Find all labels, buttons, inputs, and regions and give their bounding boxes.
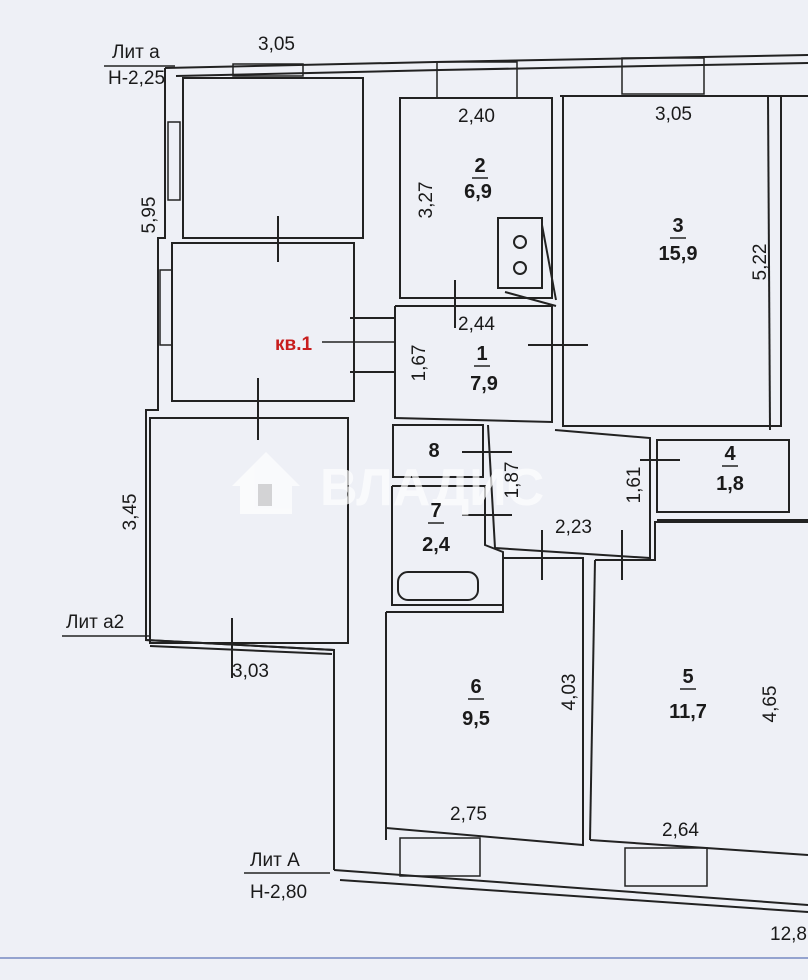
dim-annex-bottom: 3,03 xyxy=(232,661,269,682)
dim-room6-width: 2,75 xyxy=(450,804,487,825)
lit-a2-label: Лит а2 xyxy=(66,612,124,633)
dim-room2-height: 3,27 xyxy=(416,182,437,219)
dim-left-lower: 3,45 xyxy=(120,494,141,531)
lit-a-label: Лит а xyxy=(112,42,160,63)
dim-room6-height: 4,03 xyxy=(559,674,580,711)
room-area: 15,9 xyxy=(659,243,698,265)
dim-top-left: 3,05 xyxy=(258,34,295,55)
dim-room4-height: 1,61 xyxy=(624,467,645,504)
room-5: 5 11,7 xyxy=(669,666,707,723)
room-number: 7 xyxy=(430,500,441,522)
dim-corridor-width: 2,23 xyxy=(555,517,592,538)
room-area: 9,5 xyxy=(462,708,490,730)
room-number: 1 xyxy=(476,343,487,365)
room-area: 6,9 xyxy=(464,181,492,203)
dim-room2-width: 2,40 xyxy=(458,106,495,127)
dim-left-upper: 5,95 xyxy=(139,197,160,234)
room-7: 7 2,4 xyxy=(422,500,451,556)
room-number: 5 xyxy=(682,666,693,688)
room-6: 6 9,5 xyxy=(462,676,490,730)
dim-room1-height: 1,67 xyxy=(409,345,430,382)
room-area: 11,7 xyxy=(669,701,707,723)
room-area: 7,9 xyxy=(470,373,498,395)
watermark-text: ВЛАДИС xyxy=(320,459,544,517)
room-8: 8 xyxy=(428,440,439,462)
room-area: 2,4 xyxy=(422,534,451,556)
dim-room5-height: 4,65 xyxy=(760,686,781,723)
lit-a-height: Н-2,25 xyxy=(108,68,165,89)
room-4: 4 1,8 xyxy=(716,443,744,495)
room-number: 6 xyxy=(470,676,481,698)
room-area: 1,8 xyxy=(716,473,744,495)
dim-room3-width: 3,05 xyxy=(655,104,692,125)
lit-A-label: Лит А xyxy=(250,850,300,871)
dim-room3-height: 5,22 xyxy=(750,244,771,281)
room-1: 1 7,9 xyxy=(470,343,498,395)
house-logo-icon xyxy=(232,452,300,514)
lit-A-height: Н-2,80 xyxy=(250,882,307,903)
room-2: 2 6,9 xyxy=(464,155,492,203)
dim-corridor-height: 1,87 xyxy=(502,462,523,499)
room-number: 2 xyxy=(474,155,485,177)
dim-room1-width: 2,44 xyxy=(458,314,495,335)
dim-room5-width: 2,64 xyxy=(662,820,699,841)
apartment-label: кв.1 xyxy=(275,334,312,355)
room-3: 3 15,9 xyxy=(659,215,698,265)
watermark: ВЛАДИС xyxy=(232,452,544,517)
room-number: 4 xyxy=(724,443,736,465)
dim-total: 12,8 xyxy=(770,924,807,945)
room-number: 8 xyxy=(428,440,439,462)
walls xyxy=(62,54,808,913)
room-number: 3 xyxy=(672,215,683,237)
